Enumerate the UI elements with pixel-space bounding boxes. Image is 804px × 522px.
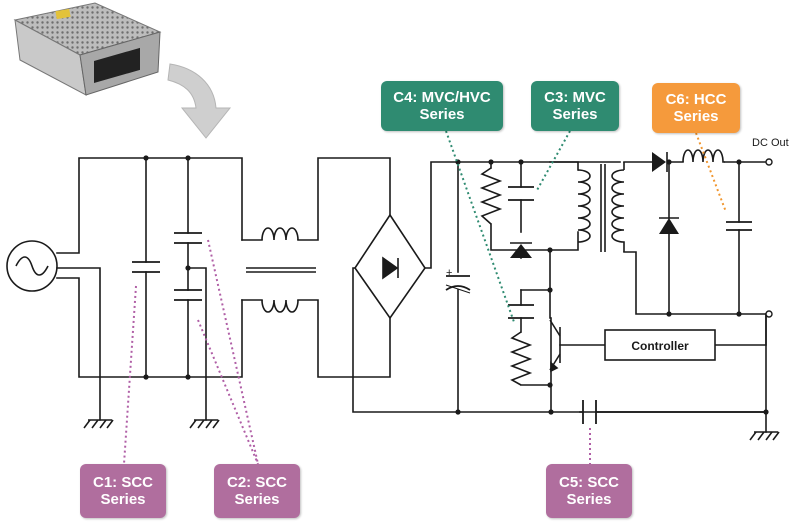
leader-lines bbox=[123, 130, 727, 465]
c1-scc-series-label: C1: SCC Series bbox=[80, 464, 166, 518]
polarity-plus-label: + bbox=[446, 267, 452, 279]
capacitor-icon bbox=[132, 186, 766, 424]
ground-symbol-icon bbox=[749, 431, 780, 441]
c6-leader bbox=[695, 132, 727, 213]
resistor-icon bbox=[479, 167, 533, 386]
c1-label-line1: C1: SCC bbox=[92, 474, 153, 491]
ground-symbol-icon bbox=[189, 419, 220, 429]
junction-dots bbox=[143, 155, 769, 415]
transformer-icon bbox=[577, 162, 625, 252]
c4-leader bbox=[445, 130, 515, 323]
controller-label: Controller bbox=[631, 339, 689, 353]
inductor-icon bbox=[246, 227, 316, 313]
c3-label-line1: C3: MVC bbox=[544, 89, 606, 106]
c2-label-line1: C2: SCC bbox=[226, 474, 287, 491]
c5-label-line1: C5: SCC bbox=[558, 474, 619, 491]
c4-label-line1: C4: MVC/HVC bbox=[393, 89, 491, 106]
power-supply-product-photo-icon bbox=[13, 2, 162, 96]
c3-mvc-series-label: C3: MVC Series bbox=[531, 81, 619, 131]
dc-out-terminals bbox=[765, 158, 773, 318]
wires bbox=[56, 157, 767, 433]
diode-icon bbox=[652, 152, 679, 234]
controller-block: Controller bbox=[604, 329, 716, 361]
c3-leader bbox=[535, 130, 571, 193]
ground-symbol-icon bbox=[83, 419, 114, 429]
c3-label-line2: Series bbox=[552, 106, 598, 123]
c2-scc-series-label: C2: SCC Series bbox=[214, 464, 300, 518]
ac-source-icon bbox=[6, 240, 58, 292]
c2-leader-upper bbox=[207, 239, 259, 465]
c1-leader bbox=[123, 285, 137, 465]
c6-label-line2: Series bbox=[673, 108, 719, 125]
diode-icon bbox=[510, 242, 532, 258]
dc-out-label: DC Out bbox=[752, 137, 789, 149]
c4-label-line2: Series bbox=[419, 106, 465, 123]
c6-label-line1: C6: HCC bbox=[665, 91, 727, 108]
c1-label-line2: Series bbox=[100, 491, 146, 508]
curved-down-arrow-icon bbox=[167, 63, 232, 139]
c4-mvc-hvc-series-label: C4: MVC/HVC Series bbox=[381, 81, 503, 131]
diode-icon bbox=[354, 213, 426, 320]
c5-label-line2: Series bbox=[566, 491, 612, 508]
c5-scc-series-label: C5: SCC Series bbox=[546, 464, 632, 518]
c2-leader-lower bbox=[197, 319, 259, 465]
c2-label-line2: Series bbox=[234, 491, 280, 508]
transistor-icon bbox=[549, 319, 561, 373]
inductor-icon bbox=[682, 149, 725, 163]
c6-hcc-series-label: C6: HCC Series bbox=[652, 83, 740, 133]
